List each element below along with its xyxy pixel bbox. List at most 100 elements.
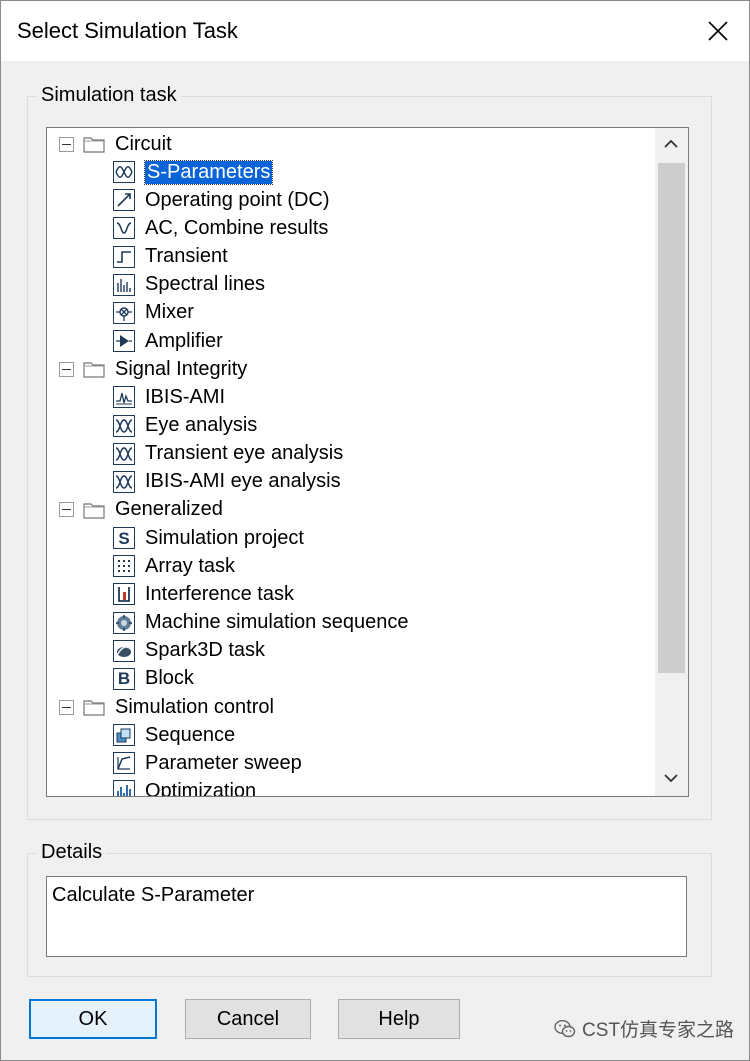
tree-item-label: Spark3D task [145,639,266,662]
tree-item-parameter-sweep[interactable]: Parameter sweep [113,749,302,777]
tree-item-label: Transient eye analysis [145,442,344,465]
dialog-title: Select Simulation Task [17,18,238,43]
tree-item-operating-point-dc[interactable]: Operating point (DC) [113,186,330,214]
tree-item-label: Signal Integrity [115,357,248,380]
tree-item-label: IBIS-AMI [145,385,226,408]
s-letter-icon: S [113,527,135,550]
tree-item-label: Transient [145,245,228,268]
tree-item-eye-analysis[interactable]: Eye analysis [113,412,257,440]
wechat-icon [554,1019,576,1037]
tree-item-label: Simulation control [115,695,274,718]
tree-item-spark3d-task[interactable]: Spark3D task [113,637,265,665]
eye-icon [113,414,135,437]
optimization-icon [113,780,135,796]
tree-item-label: Circuit [115,132,172,155]
cancel-button[interactable]: Cancel [185,999,311,1039]
tree-item-block[interactable]: B Block [113,665,194,693]
collapse-toggle-icon[interactable] [59,361,74,377]
sequence-icon [113,724,135,747]
spectral-icon [113,273,135,296]
tree-item-label: Eye analysis [145,414,258,436]
watermark-text: CST仿真专家之路 [582,1020,735,1041]
tree-item-label: Operating point (DC) [145,188,330,211]
eye-icon [113,470,135,493]
tree-item-array-task[interactable]: Array task [113,552,235,580]
ibis-icon [113,386,135,409]
machine-icon [113,611,135,634]
sweep-icon [113,752,135,775]
collapse-toggle-icon[interactable] [59,136,74,152]
ok-button[interactable]: OK [29,999,157,1039]
details-box: Calculate S-Parameter [46,876,687,957]
tree-item-simulation-project[interactable]: S Simulation project [113,524,304,552]
tree-item-label: Simulation project [145,526,304,549]
simulation-task-group [27,96,712,820]
details-group-label: Details [37,841,107,864]
tree-item-label: Machine simulation sequence [145,611,409,634]
tree-folder-generalized[interactable]: Generalized [59,496,223,524]
tree-item-interference-task[interactable]: Interference task [113,580,294,608]
scrollbar-thumb[interactable] [658,163,685,673]
tree-item-transient[interactable]: Transient [113,243,228,271]
tree-item-label: Array task [145,554,236,577]
tree-item-label: Sequence [145,723,236,746]
tree-item-amplifier[interactable]: Amplifier [113,327,223,355]
tree-item-label: IBIS-AMI eye analysis [145,470,341,493]
tree-folder-signal-integrity[interactable]: Signal Integrity [59,355,247,383]
dc-icon [113,189,135,212]
b-letter-icon: B [113,667,135,690]
tree-item-sequence[interactable]: Sequence [113,721,235,749]
tree-item-label: Spectral lines [145,273,266,296]
tree-folder-simulation-control[interactable]: Simulation control [59,693,274,721]
scroll-down-button[interactable] [655,762,688,796]
close-button[interactable] [687,1,749,61]
collapse-toggle-icon[interactable] [59,699,74,715]
tree-item-s-parameters[interactable]: S-Parameters [113,158,274,186]
array-icon [113,555,135,578]
tree-item-mixer[interactable]: Mixer [113,299,194,327]
folder-icon [83,360,105,378]
eye-icon [113,442,135,465]
folder-icon [83,501,105,519]
collapse-toggle-icon[interactable] [59,502,74,518]
simulation-task-group-label: Simulation task [37,84,181,107]
tree-item-label: Interference task [145,582,294,605]
tree-item-label: Generalized [115,498,223,521]
folder-icon [83,135,105,153]
amplifier-icon [113,330,135,353]
tree-item-label: Mixer [145,301,194,324]
title-bar: Select Simulation Task [1,1,749,61]
tree-item-label: Block [145,667,194,690]
tree-item-optimization[interactable]: Optimization [113,777,256,796]
tree-item-label: Parameter sweep [145,751,302,774]
tree-item-label: S-Parameters [143,159,274,185]
transient-icon [113,245,135,268]
tree-folder-circuit[interactable]: Circuit [59,130,172,158]
spark3d-icon [113,639,135,662]
watermark: CST仿真专家之路 [554,1015,734,1042]
details-text: Calculate S-Parameter [52,884,255,906]
tree-item-label: AC, Combine results [145,216,329,239]
scroll-up-button[interactable] [655,128,688,162]
tree-item-label: Amplifier [145,329,223,352]
chevron-up-icon [664,139,678,148]
tree-item-label: Optimization [145,779,257,796]
close-icon [708,21,728,41]
tree-item-machine-simulation-sequence[interactable]: Machine simulation sequence [113,609,409,637]
mixer-icon [113,301,135,324]
vertical-scrollbar[interactable] [655,128,688,796]
sparam-icon [113,161,135,184]
help-button[interactable]: Help [338,999,460,1039]
tree-item-spectral-lines[interactable]: Spectral lines [113,271,265,299]
tree-item-transient-eye-analysis[interactable]: Transient eye analysis [113,440,343,468]
folder-icon [83,698,105,716]
tree-item-ibis-ami[interactable]: IBIS-AMI [113,383,225,411]
tree-item-ibis-ami-eye-analysis[interactable]: IBIS-AMI eye analysis [113,468,341,496]
ac-icon [113,217,135,240]
interference-icon [113,583,135,606]
tree-item-ac-combine-results[interactable]: AC, Combine results [113,214,328,242]
chevron-down-icon [664,774,678,783]
